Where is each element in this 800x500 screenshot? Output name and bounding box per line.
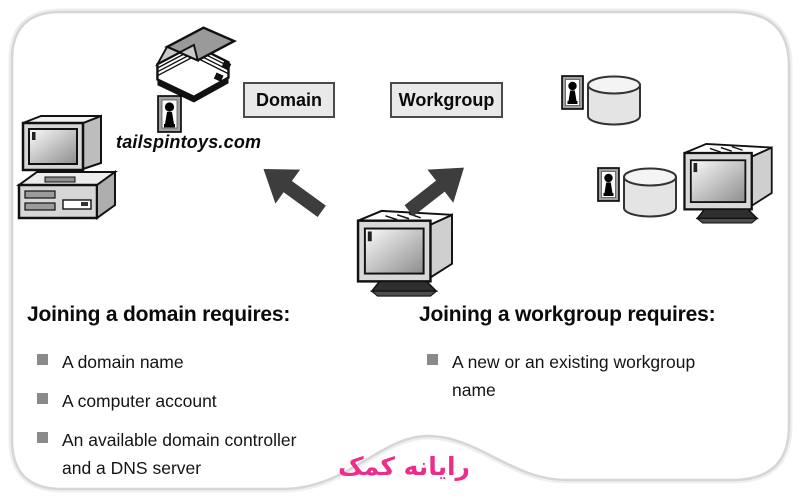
workgroup-section-heading: Joining a workgroup requires: [419,303,716,326]
domain-label: Domain [255,89,322,110]
list-item-text: A computer account [62,391,217,411]
list-item: A domain name [37,348,320,376]
directory-book-icon [155,26,238,103]
list-item: A new or an existing workgroup name [427,348,720,404]
user-database-icon [561,75,641,126]
list-item-text: A domain name [62,352,184,372]
domain-label-box: Domain [243,82,335,118]
bullet-square-icon [37,432,48,443]
domain-requirements-list: A domain name A computer account An avai… [37,348,320,482]
list-item-text: A new or an existing workgroup name [452,352,696,400]
client-computer-icon [15,114,119,220]
list-item: A computer account [37,387,320,415]
arrow-to-workgroup-icon [404,167,465,217]
bullet-square-icon [37,354,48,365]
user-database-icon [597,167,677,218]
site-watermark-logo: رایانه کمک [338,452,470,481]
user-account-icon [157,95,182,133]
bullet-square-icon [427,354,438,365]
domain-section-heading: Joining a domain requires: [27,303,291,326]
domain-name-label: tailspintoys.com [116,132,262,152]
workgroup-label: Workgroup [398,89,495,110]
list-item-text: An available domain controller and a DNS… [62,430,297,478]
workgroup-computer-icon [683,142,773,224]
joining-computer-icon [356,209,453,297]
bullet-square-icon [37,393,48,404]
list-item: An available domain controller and a DNS… [37,426,320,482]
workgroup-requirements-list: A new or an existing workgroup name [427,348,720,404]
workgroup-label-box: Workgroup [390,82,503,118]
arrow-to-domain-icon [263,169,326,217]
